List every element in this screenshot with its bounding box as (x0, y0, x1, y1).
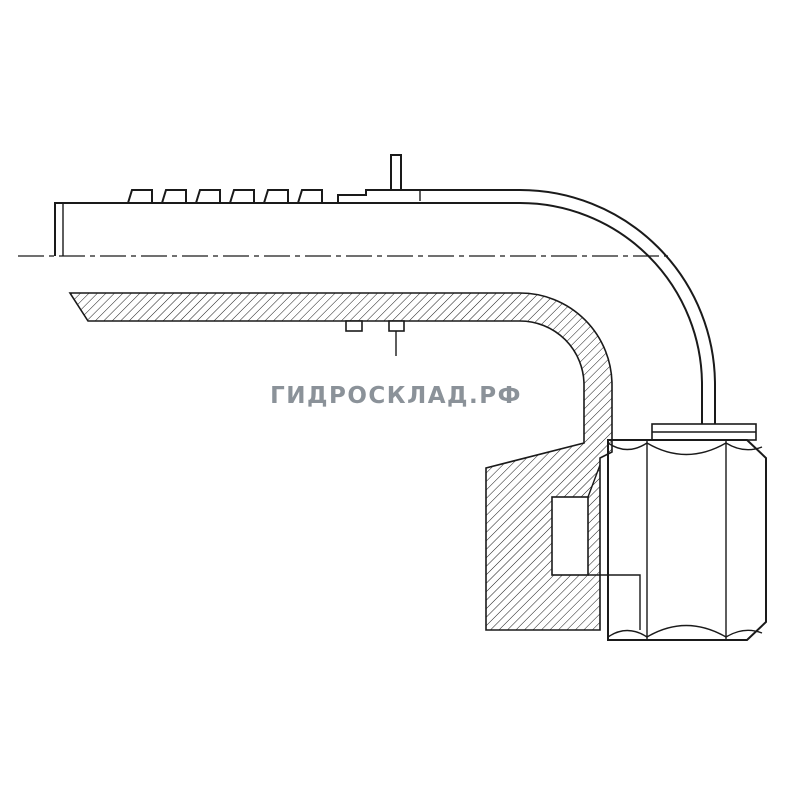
nut-seat-line (588, 574, 641, 630)
nut-collar (651, 423, 757, 441)
watermark-text: ГИДРОСКЛАД.РФ (270, 383, 522, 409)
hex-nut-outline (607, 439, 767, 641)
swivel-hex-nut (607, 439, 767, 641)
locating-pin-bottom-base (388, 320, 405, 332)
hose-shank (54, 189, 716, 424)
section-wall-hatch (68, 292, 641, 631)
crimp-stop-lug (345, 320, 363, 332)
collar-and-outer-bend-arc (337, 189, 716, 424)
hex-chamfer-arc-top-right (725, 442, 763, 451)
shank-baseline-and-inner-bend-arc (54, 202, 703, 424)
hex-chamfer-arc-top-middle (646, 442, 727, 456)
seat-cone-line (587, 464, 601, 498)
locating-pins (345, 154, 405, 356)
barb-teeth (127, 189, 332, 204)
hex-chamfer-arc-bottom-middle (646, 624, 727, 638)
hex-chamfer-arc-bottom-right (725, 629, 763, 638)
hex-chamfer-arc-bottom-left (607, 629, 648, 638)
sectioned-wall (68, 292, 613, 631)
locating-pin-top (390, 154, 402, 190)
bore-slot (551, 496, 589, 576)
hex-chamfer-arc-top-left (607, 442, 648, 451)
